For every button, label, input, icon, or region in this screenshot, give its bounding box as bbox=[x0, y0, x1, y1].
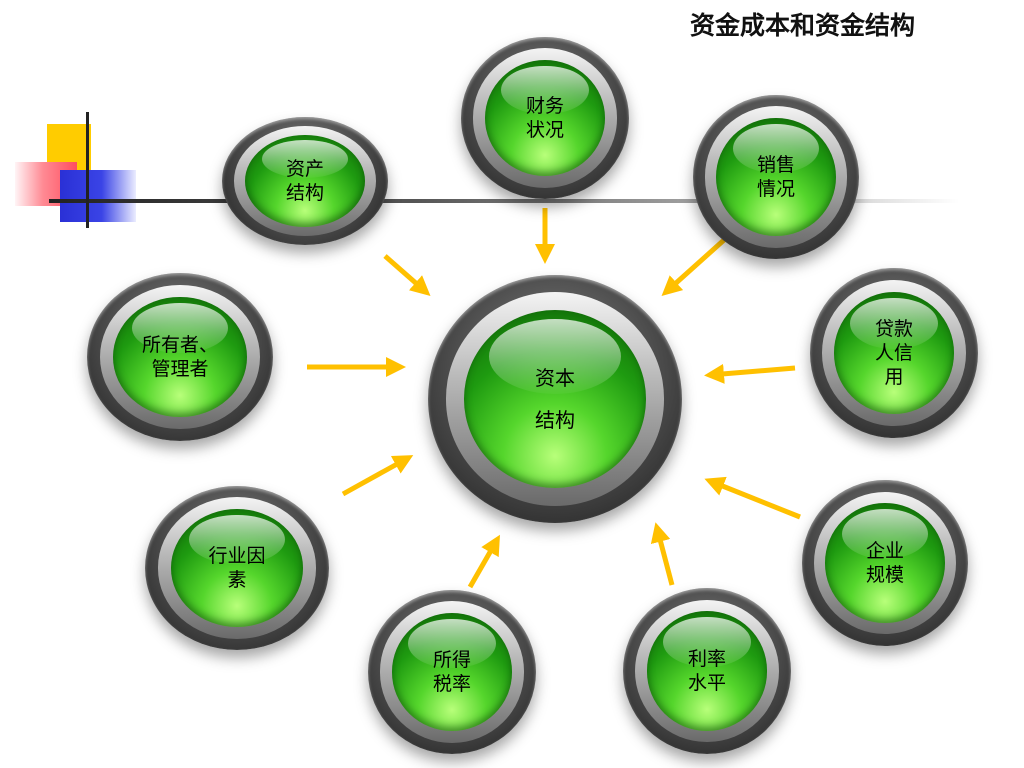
sales-status-node: 销售 情况 bbox=[693, 95, 859, 259]
decorative-horizontal-line bbox=[49, 199, 959, 203]
arrow-from-loan-credit bbox=[704, 363, 796, 384]
arrow-from-asset-structure bbox=[383, 254, 431, 296]
arrow-from-income-tax-rate bbox=[467, 534, 500, 589]
arrow-from-sales-status bbox=[661, 238, 726, 297]
financial-status-label: 财务 状况 bbox=[525, 94, 564, 141]
capital-structure-node: 资本 结构 bbox=[428, 275, 682, 523]
income-tax-rate-node: 所得 税率 bbox=[368, 590, 536, 754]
enterprise-scale-label: 企业 规模 bbox=[865, 539, 904, 586]
arrow-from-interest-rate bbox=[650, 522, 675, 586]
arrow-from-enterprise-scale bbox=[704, 476, 801, 520]
owners-managers-label: 所有者、 管理者 bbox=[141, 333, 218, 380]
asset-structure-label: 资产 结构 bbox=[285, 157, 324, 204]
asset-structure-node: 资产 结构 bbox=[222, 117, 388, 245]
logo-blue-square bbox=[60, 170, 136, 222]
loan-credit-node: 贷款 人信 用 bbox=[810, 268, 978, 438]
financial-status-node: 财务 状况 bbox=[461, 37, 629, 199]
loan-credit-label: 贷款 人信 用 bbox=[874, 317, 913, 389]
interest-rate-label: 利率 水平 bbox=[687, 647, 726, 694]
capital-structure-label: 资本 结构 bbox=[535, 366, 575, 432]
owners-managers-node: 所有者、 管理者 bbox=[87, 273, 273, 441]
decorative-vertical-line bbox=[86, 112, 89, 228]
industry-factors-node: 行业因 素 bbox=[145, 486, 329, 650]
interest-rate-node: 利率 水平 bbox=[623, 588, 791, 754]
slide-title: 资金成本和资金结构 bbox=[690, 11, 916, 40]
income-tax-rate-label: 所得 税率 bbox=[432, 648, 471, 695]
sales-status-label: 销售 情况 bbox=[756, 153, 795, 200]
industry-factors-label: 行业因 素 bbox=[208, 544, 266, 591]
enterprise-scale-node: 企业 规模 bbox=[802, 480, 968, 646]
arrow-from-industry-factors bbox=[341, 455, 414, 497]
